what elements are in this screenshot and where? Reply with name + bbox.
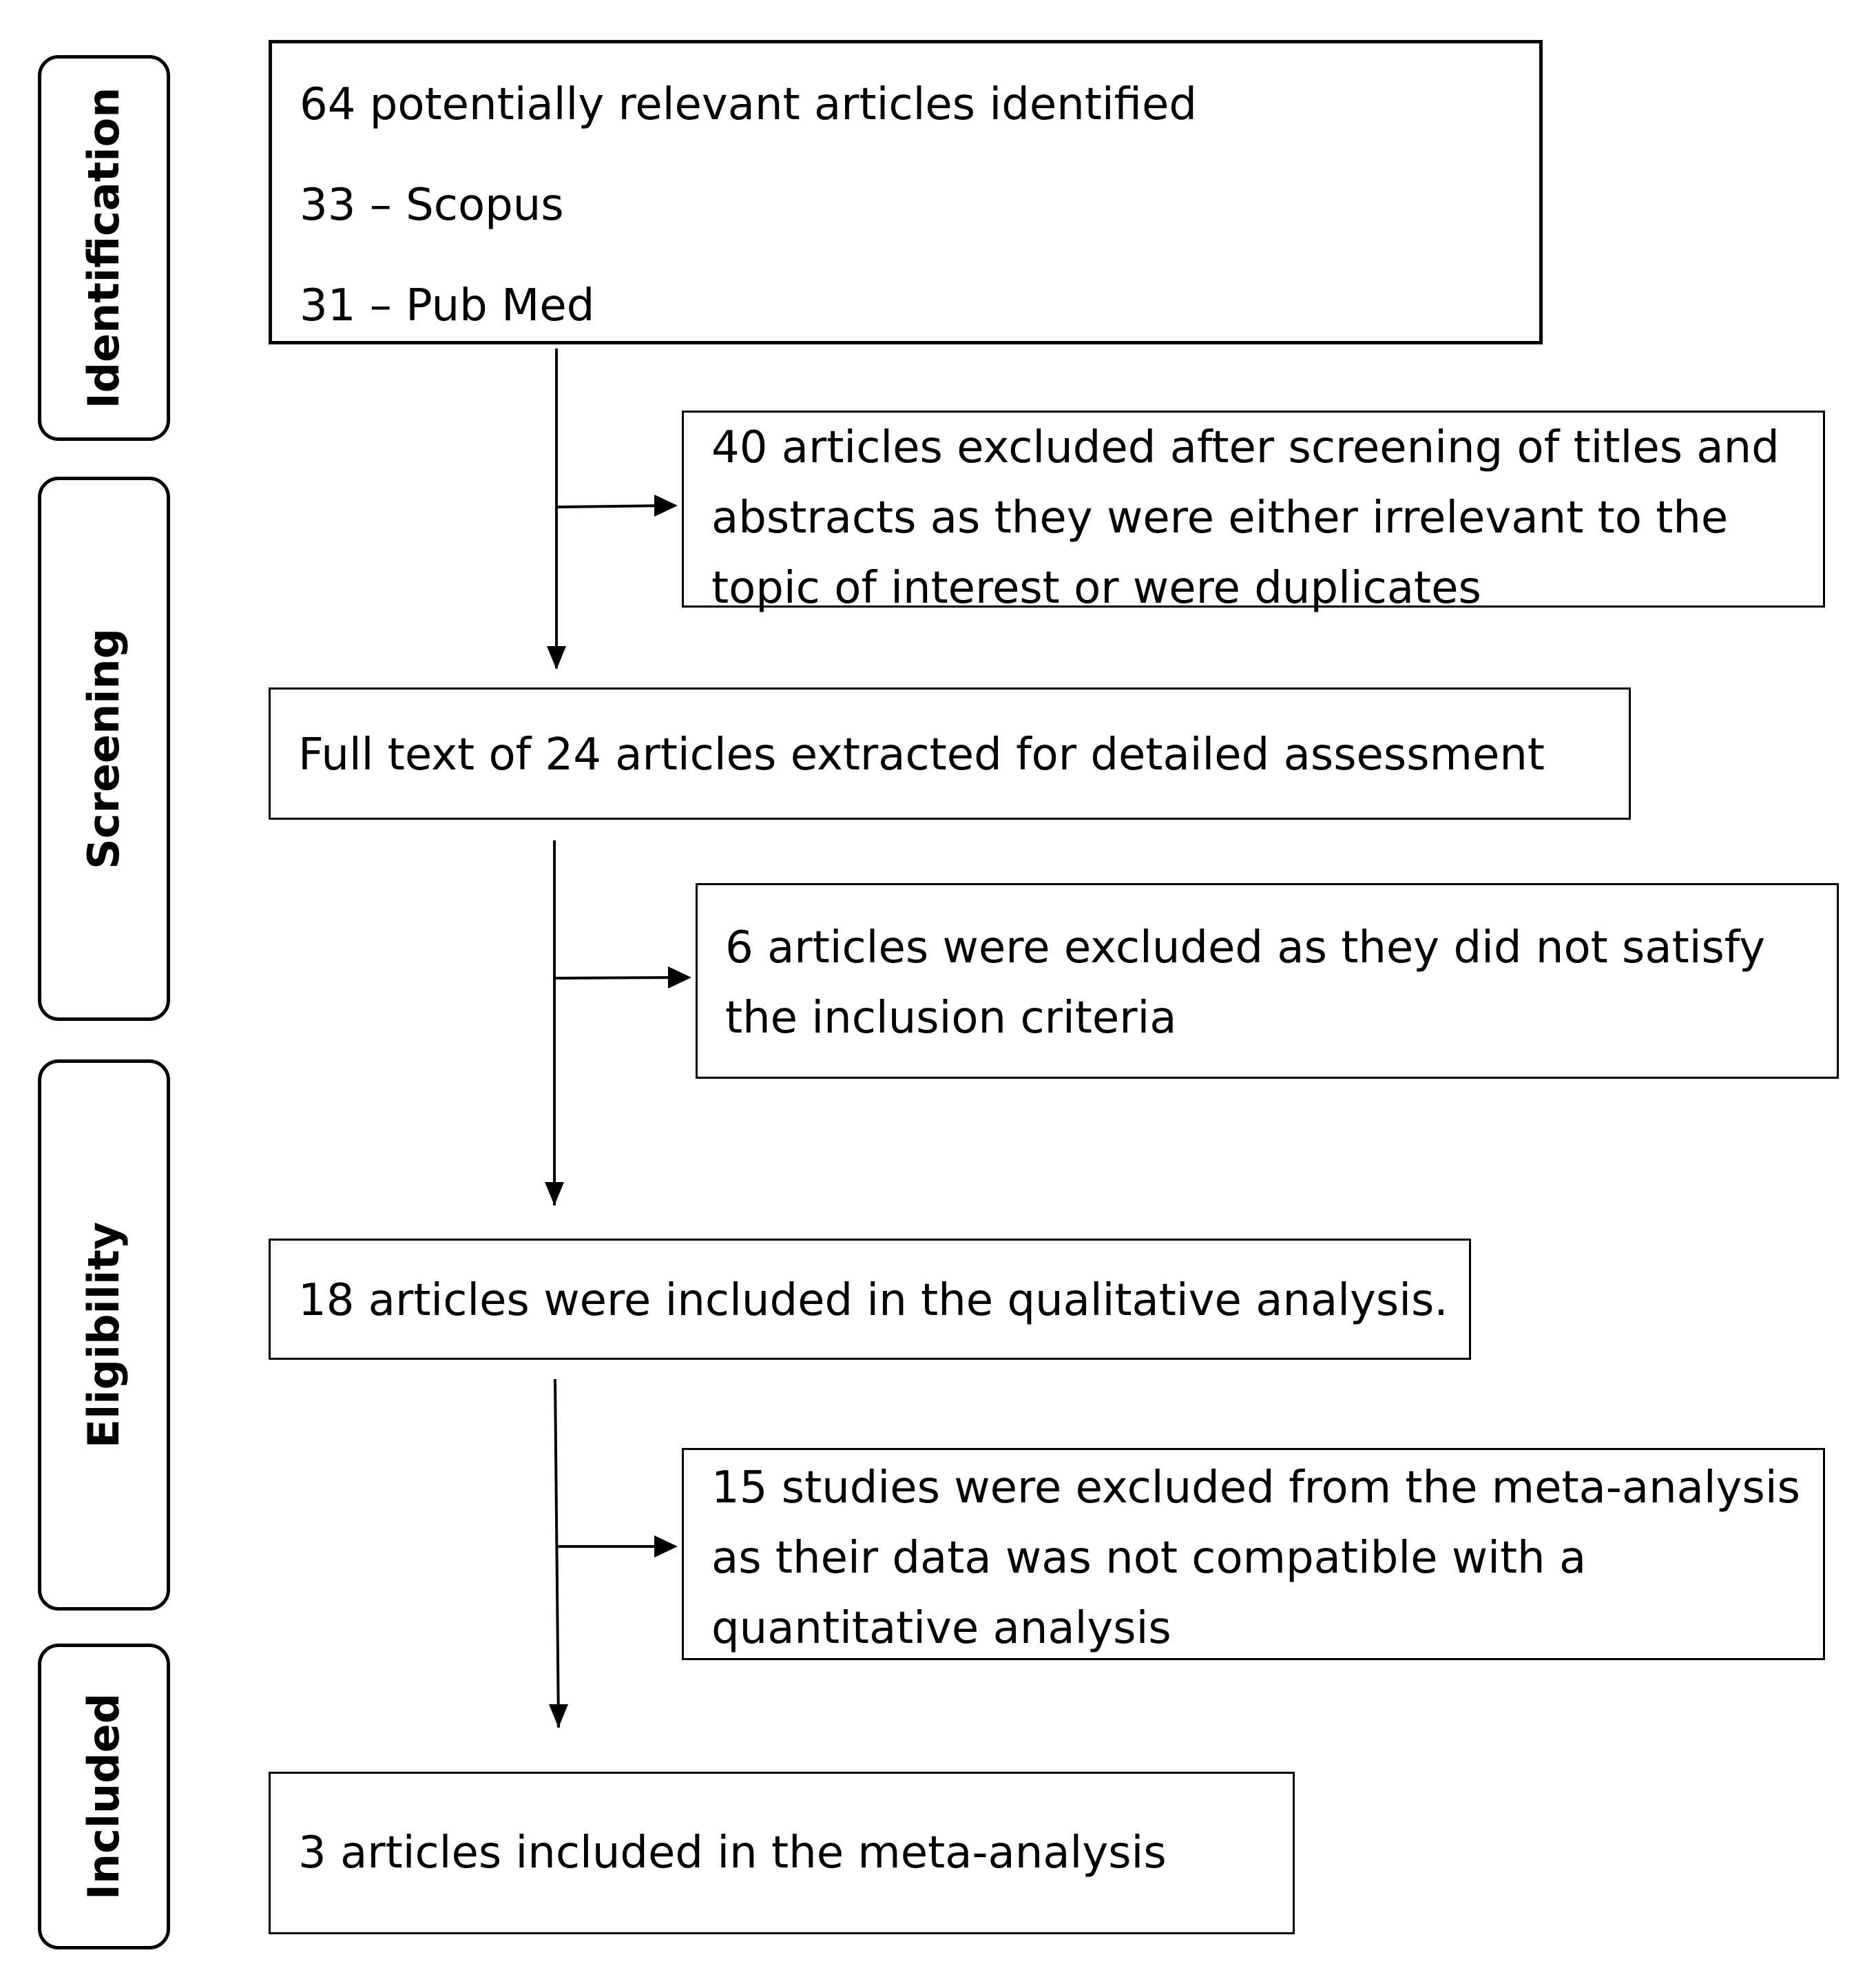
stage-label-included: Included [79,1693,129,1901]
arrow-qualitative-to-included [554,1378,560,1728]
arrowhead-down-1 [547,646,566,670]
arrowhead-down-2 [545,1182,564,1205]
full-text-box: Full text of 24 articles extracted for d… [269,687,1631,820]
arrow-to-excluded-screening [556,504,665,508]
stage-identification: Identification [38,55,170,441]
identification-box: 64 potentially relevant articles identif… [269,40,1543,344]
stage-label-screening: Screening [79,628,129,869]
excluded-screening-line: abstracts as they were either irrelevant… [711,493,1729,544]
arrowhead-right-3 [654,1535,678,1557]
excluded-meta-box: 15 studies were excluded from the meta-a… [682,1448,1825,1660]
stage-included: Included [38,1644,170,1949]
arrowhead-right-2 [668,966,691,988]
excluded-meta-line: quantitative analysis [711,1603,1171,1654]
excluded-screening-box: 40 articles excluded after screening of … [682,411,1825,614]
meta-analysis-box: 3 articles included in the meta-analysis [269,1772,1295,1934]
excluded-criteria-line: 6 articles were excluded as they did not… [725,922,1766,973]
excluded-criteria-line: the inclusion criteria [725,993,1177,1044]
excluded-screening-line: 40 articles excluded after screening of … [711,422,1780,473]
stage-label-eligibility: Eligibility [79,1221,129,1449]
arrowhead-down-3 [549,1704,568,1728]
arrowhead-right-1 [654,495,678,517]
stage-label-identification: Identification [79,87,129,409]
excluded-meta-line: as their data was not compatible with a [711,1533,1587,1584]
stage-screening: Screening [38,477,170,1021]
identification-line: 64 potentially relevant articles identif… [300,79,1197,130]
arrow-to-excluded-criteria [554,976,679,980]
excluded-meta-line: 15 studies were excluded from the meta-a… [711,1462,1800,1513]
qualitative-line: 18 articles were included in the qualita… [298,1275,1448,1326]
identification-line: 31 – Pub Med [300,280,595,331]
stage-eligibility: Eligibility [38,1059,170,1611]
excluded-screening-line: topic of interest or were duplicates [711,563,1481,614]
excluded-criteria-box: 6 articles were excluded as they did not… [696,883,1839,1079]
qualitative-box: 18 articles were included in the qualita… [269,1239,1471,1360]
full-text-line: Full text of 24 articles extracted for d… [298,729,1545,780]
identification-line: 33 – Scopus [300,180,564,231]
meta-analysis-line: 3 articles included in the meta-analysis [298,1828,1167,1878]
